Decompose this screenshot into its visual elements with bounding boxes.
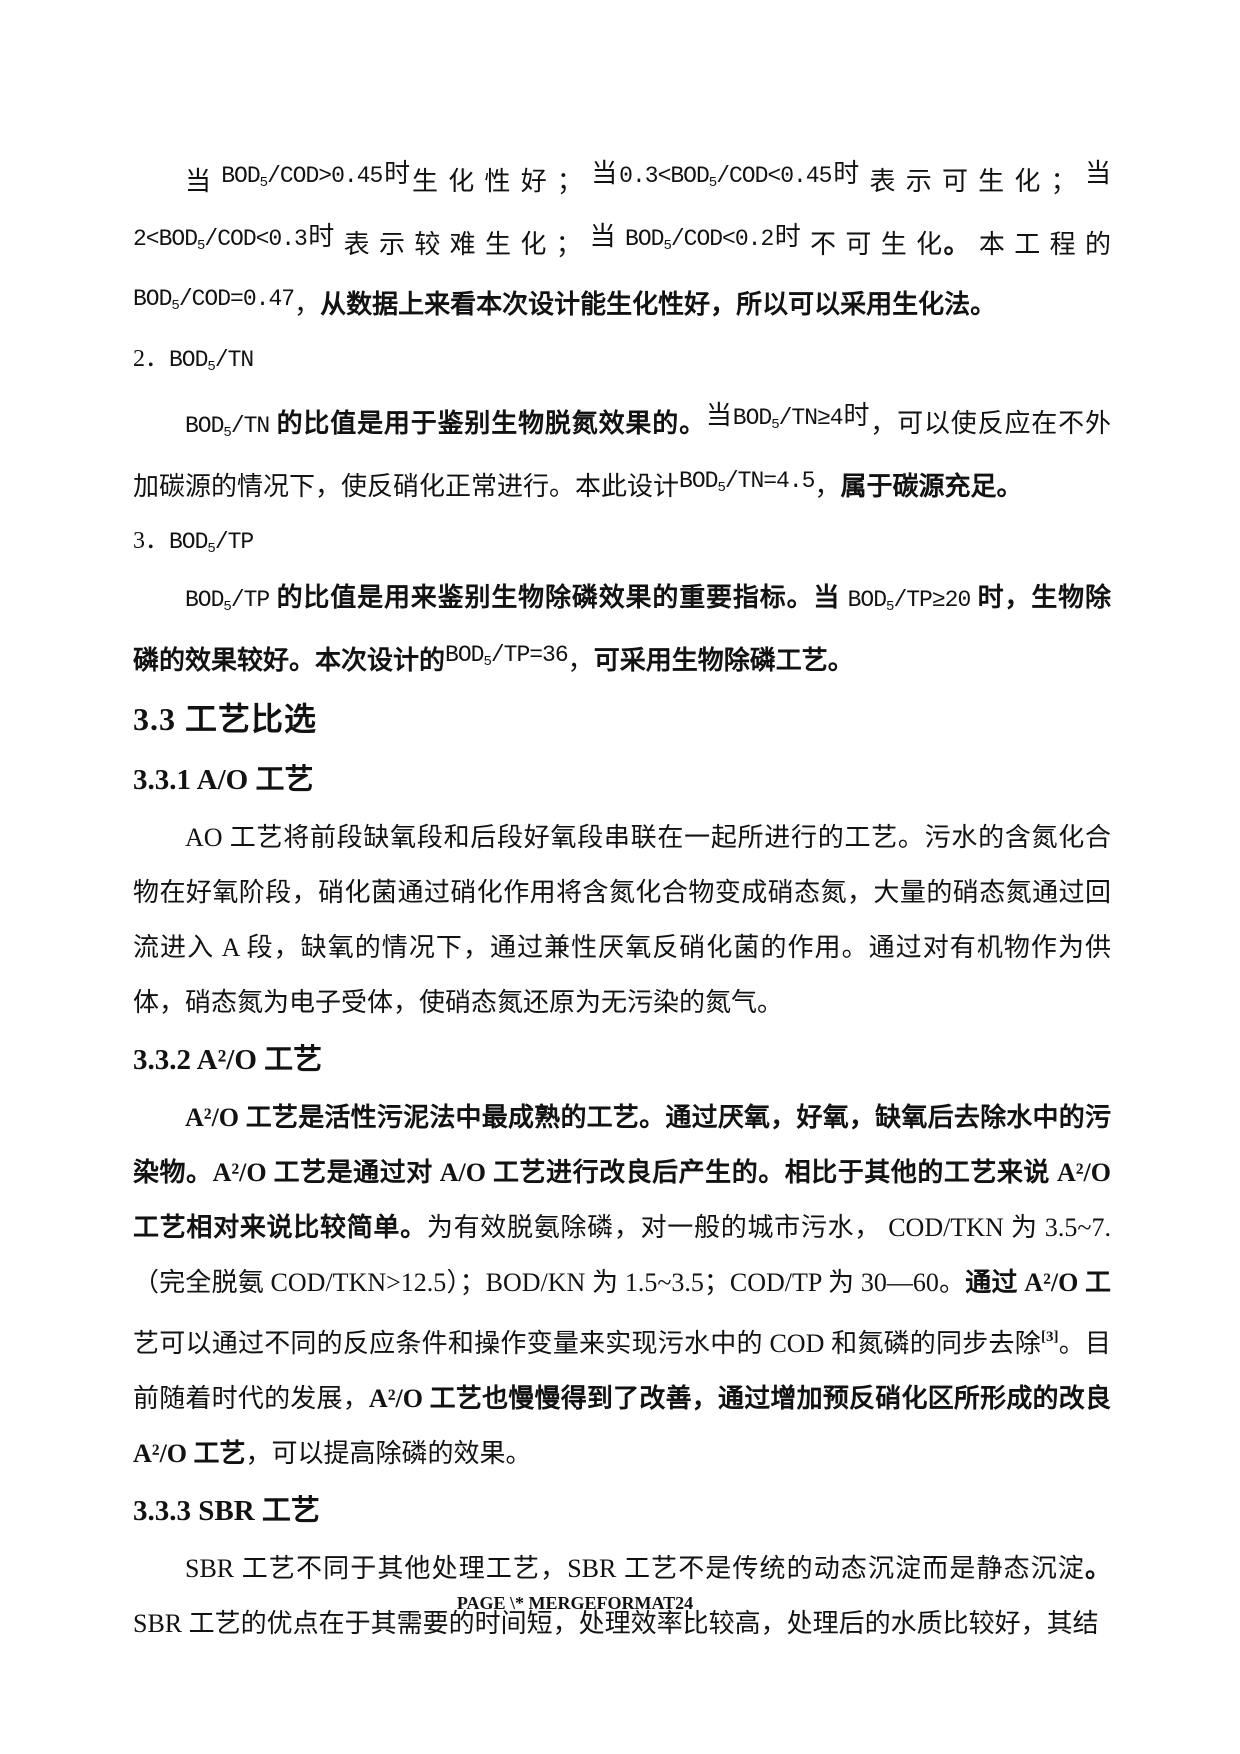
list-item-bod5-tn: 2．BOD5/TN (133, 332, 1111, 388)
text-run: BOD5/TP (185, 587, 270, 615)
text-run: 时 (382, 159, 413, 188)
text-run: 3.3.2 A²/O 工艺 (133, 1044, 323, 1076)
text-run: SBR 工艺的优点在于其需要的时间短，处理效率比较高，处理后的水质比较好，其结 (133, 1609, 1099, 1638)
subscript-5: 5 (223, 599, 231, 615)
text-run: 本 工 程 的 (970, 230, 1111, 259)
text-run: BOD5/TN (169, 347, 254, 375)
text-run: 时，生物除磷的效果较好。本次设计的 (133, 583, 1111, 675)
text-run: BOD5/COD<0.2 (625, 226, 774, 254)
text-run: 当 (591, 159, 620, 188)
subscript-5: 5 (207, 541, 215, 557)
text-run: 通过 A²/O 工 (965, 1268, 1111, 1297)
text-run: 不 可 生 化 (802, 230, 944, 259)
text-run: [3] (1041, 1329, 1059, 1345)
text-run: 艺可以通过不同的反应条件和操作变量来实现污水中的 COD 和氮磷的同步去除 (133, 1329, 1041, 1358)
subscript-5: 5 (171, 298, 179, 314)
heading-3-3-1-ao-process: 3.3.1 A/O 工艺 (133, 750, 1111, 810)
text-run: ， (294, 290, 321, 319)
text-run: 2<BOD5/COD<0.3 (133, 226, 308, 254)
heading-3-3-3-sbr-process: 3.3.3 SBR 工艺 (133, 1481, 1111, 1541)
subscript-5: 5 (259, 175, 268, 191)
text-run: 时 (831, 159, 862, 188)
text-run: 可采用生物除磷工艺。 (593, 646, 854, 675)
text-run: SBR 工艺不同于其他处理工艺，SBR 工艺不是传统的动态沉淀而是静态沉淀 (185, 1554, 1085, 1583)
subscript-5: 5 (223, 425, 231, 441)
text-run: BOD5/COD=0.47 (133, 286, 295, 314)
text-run: BOD5/TN=4.5 (679, 468, 815, 496)
text-run: 时 (306, 222, 336, 251)
text-run: 表 示 可 生 化 ； (861, 167, 1085, 196)
subscript-5: 5 (483, 654, 491, 670)
text-run: 。目前随着时代的发展， (133, 1329, 1111, 1413)
text-run: 当 (589, 222, 626, 251)
paragraph-ao-process: AO 工艺将前段缺氧段和后段好氧段串联在一起所进行的工艺。污水的含氮化合物在好氧… (133, 810, 1111, 1030)
paragraph-sbr-process: SBR 工艺不同于其他处理工艺，SBR 工艺不是传统的动态沉淀而是静态沉淀。 SB… (133, 1541, 1111, 1651)
subscript-5: 5 (886, 599, 894, 615)
text-run: 3.3 工艺比选 (133, 701, 318, 737)
text-run: 可以使反应在不外加碳源的情况下，使反硝化正常进行。本此设计 (133, 409, 1111, 501)
text-run: 的比值是用于鉴别生物脱氮效果的。 (269, 409, 706, 438)
subscript-5: 5 (197, 238, 205, 254)
text-run: 生 化 性 好 ； (412, 167, 592, 196)
subscript-5: 5 (771, 417, 779, 433)
subscript-5: 5 (717, 480, 725, 496)
text-run: 2． (133, 346, 169, 372)
text-run: 属于碳源充足。 (840, 472, 1023, 501)
text-run: BOD5/TN (185, 413, 270, 441)
text-run: ， (567, 646, 594, 675)
paragraph-bod5-tp: BOD5/TP 的比值是用来鉴别生物除磷效果的重要指标。当 BOD5/TP≥20… (133, 570, 1111, 688)
text-run: 的比值是用来鉴别生物除磷效果的重要指标。当 (269, 583, 848, 612)
list-item-bod5-tp: 3．BOD5/TP (133, 514, 1111, 570)
paragraph-bod5-cod: 当 BOD5/COD>0.45时生 化 性 好 ； 当0.3<BOD5/COD<… (133, 146, 1111, 332)
text-run: ， (870, 409, 898, 438)
text-run: 当 (185, 167, 222, 196)
text-run: BOD5/TN≥4 (732, 405, 844, 433)
text-run: 。 (1084, 1554, 1111, 1583)
text-run: BOD5/TP (169, 529, 254, 557)
paragraph-bod5-tn: BOD5/TN 的比值是用于鉴别生物脱氮效果的。当BOD5/TN≥4时，可以使反… (133, 388, 1111, 514)
text-run: 当 (705, 401, 733, 430)
text-run: 3.3.3 SBR 工艺 (133, 1495, 320, 1527)
text-run: ，可以提高除磷的效果。 (245, 1439, 532, 1468)
text-run: 0.3<BOD5/COD<0.45 (619, 163, 832, 191)
text-run: 3． (133, 528, 169, 554)
text-run: 当 (1084, 159, 1111, 188)
text-run: 3.3.1 A/O 工艺 (133, 764, 314, 796)
text-run: 表 示 较 难 生 化 ； (335, 230, 590, 259)
page-number-field: PAGE \* MERGEFORMAT24 (456, 1593, 694, 1613)
text-run: 时 (842, 401, 871, 430)
subscript-5: 5 (207, 359, 215, 375)
page-footer: PAGE \* MERGEFORMAT24 (0, 1593, 1150, 1614)
text-run: ， (814, 472, 841, 501)
text-run: BOD5/TP=36 (445, 642, 569, 670)
subscript-5: 5 (663, 238, 671, 254)
subscript-5: 5 (708, 175, 717, 191)
text-run: BOD5/COD>0.45 (221, 163, 383, 191)
heading-3-3-process-comparison: 3.3 工艺比选 (133, 688, 1111, 750)
text-run: 。 (943, 230, 971, 259)
heading-3-3-2-a2o-process: 3.3.2 A²/O 工艺 (133, 1030, 1111, 1090)
document-body: 当 BOD5/COD>0.45时生 化 性 好 ； 当0.3<BOD5/COD<… (133, 146, 1111, 1651)
text-run: AO 工艺将前段缺氧段和后段好氧段串联在一起所进行的工艺。污水的含氮化合物在好氧… (133, 823, 1111, 1017)
text-run: BOD5/TP≥20 (847, 587, 972, 615)
text-run: A²/O 工艺也慢慢得到了改善，通过增加预反硝化区所形成的改良 A²/O 工艺 (133, 1384, 1111, 1468)
text-run: 时 (773, 222, 803, 251)
paragraph-a2o-process: A²/O 工艺是活性污泥法中最成熟的工艺。通过厌氧，好氧，缺氧后去除水中的污染物… (133, 1090, 1111, 1481)
text-run: A²/O 工艺是活性污泥法中最成熟的工艺。通过厌氧，好氧，缺氧后去除水中的污染物… (133, 1103, 1111, 1242)
text-run: 从数据上来看本次设计能生化性好，所以可以采用生化法。 (320, 290, 997, 319)
text-run: 为有效脱氨除磷，对一般的城市污水， COD/TKN 为 3.5~7.（完全脱氨 … (133, 1213, 1111, 1297)
